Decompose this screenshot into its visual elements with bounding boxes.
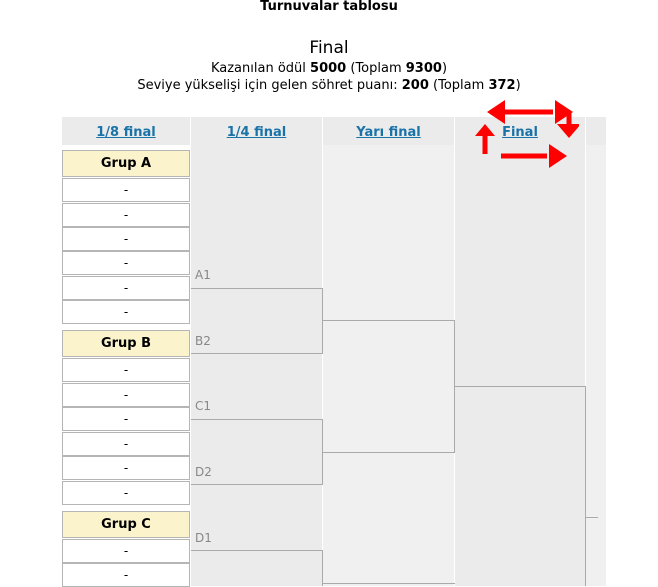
bracket-line bbox=[585, 386, 586, 586]
group-header-b: Grup B bbox=[62, 330, 190, 357]
prize-line: Kazanılan ödül 5000 (Toplam 9300) bbox=[210, 61, 448, 76]
column-header-quarterfinal: 1/4 final bbox=[191, 117, 322, 145]
group-b-slot: - bbox=[62, 432, 190, 456]
seed-label: B2 bbox=[195, 334, 211, 348]
column-final-bg bbox=[455, 145, 585, 586]
group-a-slot: - bbox=[62, 251, 190, 275]
group-c-slot: - bbox=[62, 563, 190, 587]
bracket-line bbox=[586, 517, 598, 518]
bracket-line bbox=[454, 320, 455, 453]
group-b-slot: - bbox=[62, 358, 190, 382]
column-semifinal-bg bbox=[323, 145, 454, 586]
column-header-semifinal: Yarı final bbox=[323, 117, 454, 145]
group-b-slot: - bbox=[62, 383, 190, 407]
bracket-line bbox=[323, 452, 455, 453]
stage-title: Final bbox=[309, 38, 349, 58]
tab-semifinal[interactable]: Yarı final bbox=[356, 125, 421, 140]
seed-label: D1 bbox=[195, 531, 212, 545]
bracket-line bbox=[191, 419, 323, 420]
column-header-extra bbox=[586, 117, 606, 145]
bracket-line bbox=[322, 419, 323, 485]
column-extra-bg bbox=[586, 145, 606, 586]
red-double-arrows-icon bbox=[475, 98, 579, 170]
seed-label: A1 bbox=[195, 268, 211, 282]
bracket-line bbox=[191, 353, 323, 354]
group-b-slot: - bbox=[62, 456, 190, 480]
bracket-line bbox=[323, 320, 455, 321]
seed-label: C1 bbox=[195, 399, 212, 413]
group-header-a: Grup A bbox=[62, 150, 190, 177]
bracket-line bbox=[322, 550, 323, 586]
tab-quarterfinal[interactable]: 1/4 final bbox=[226, 125, 287, 140]
group-a-slot: - bbox=[62, 276, 190, 300]
bracket-line bbox=[322, 288, 323, 354]
group-b-slot: - bbox=[62, 481, 190, 505]
tab-final[interactable]: Final bbox=[502, 125, 538, 140]
column-header-round16: 1/8 final bbox=[62, 117, 190, 145]
group-header-c: Grup C bbox=[62, 511, 190, 538]
group-a-slot: - bbox=[62, 203, 190, 227]
group-b-slot: - bbox=[62, 407, 190, 431]
bracket-line bbox=[191, 484, 323, 485]
bracket-line bbox=[191, 550, 323, 551]
bracket-line bbox=[323, 583, 455, 584]
page-title: Turnuvalar tablosu bbox=[260, 0, 398, 14]
seed-label: D2 bbox=[195, 465, 212, 479]
fame-line: Seviye yükselişi için gelen söhret puanı… bbox=[137, 78, 521, 93]
column-quarterfinal-bg bbox=[191, 145, 322, 586]
group-a-slot: - bbox=[62, 300, 190, 324]
tab-round16[interactable]: 1/8 final bbox=[96, 125, 156, 140]
group-a-slot: - bbox=[62, 227, 190, 251]
bracket-line bbox=[191, 288, 323, 289]
group-a-slot: - bbox=[62, 178, 190, 202]
bracket-line bbox=[455, 386, 586, 387]
group-c-slot: - bbox=[62, 539, 190, 563]
